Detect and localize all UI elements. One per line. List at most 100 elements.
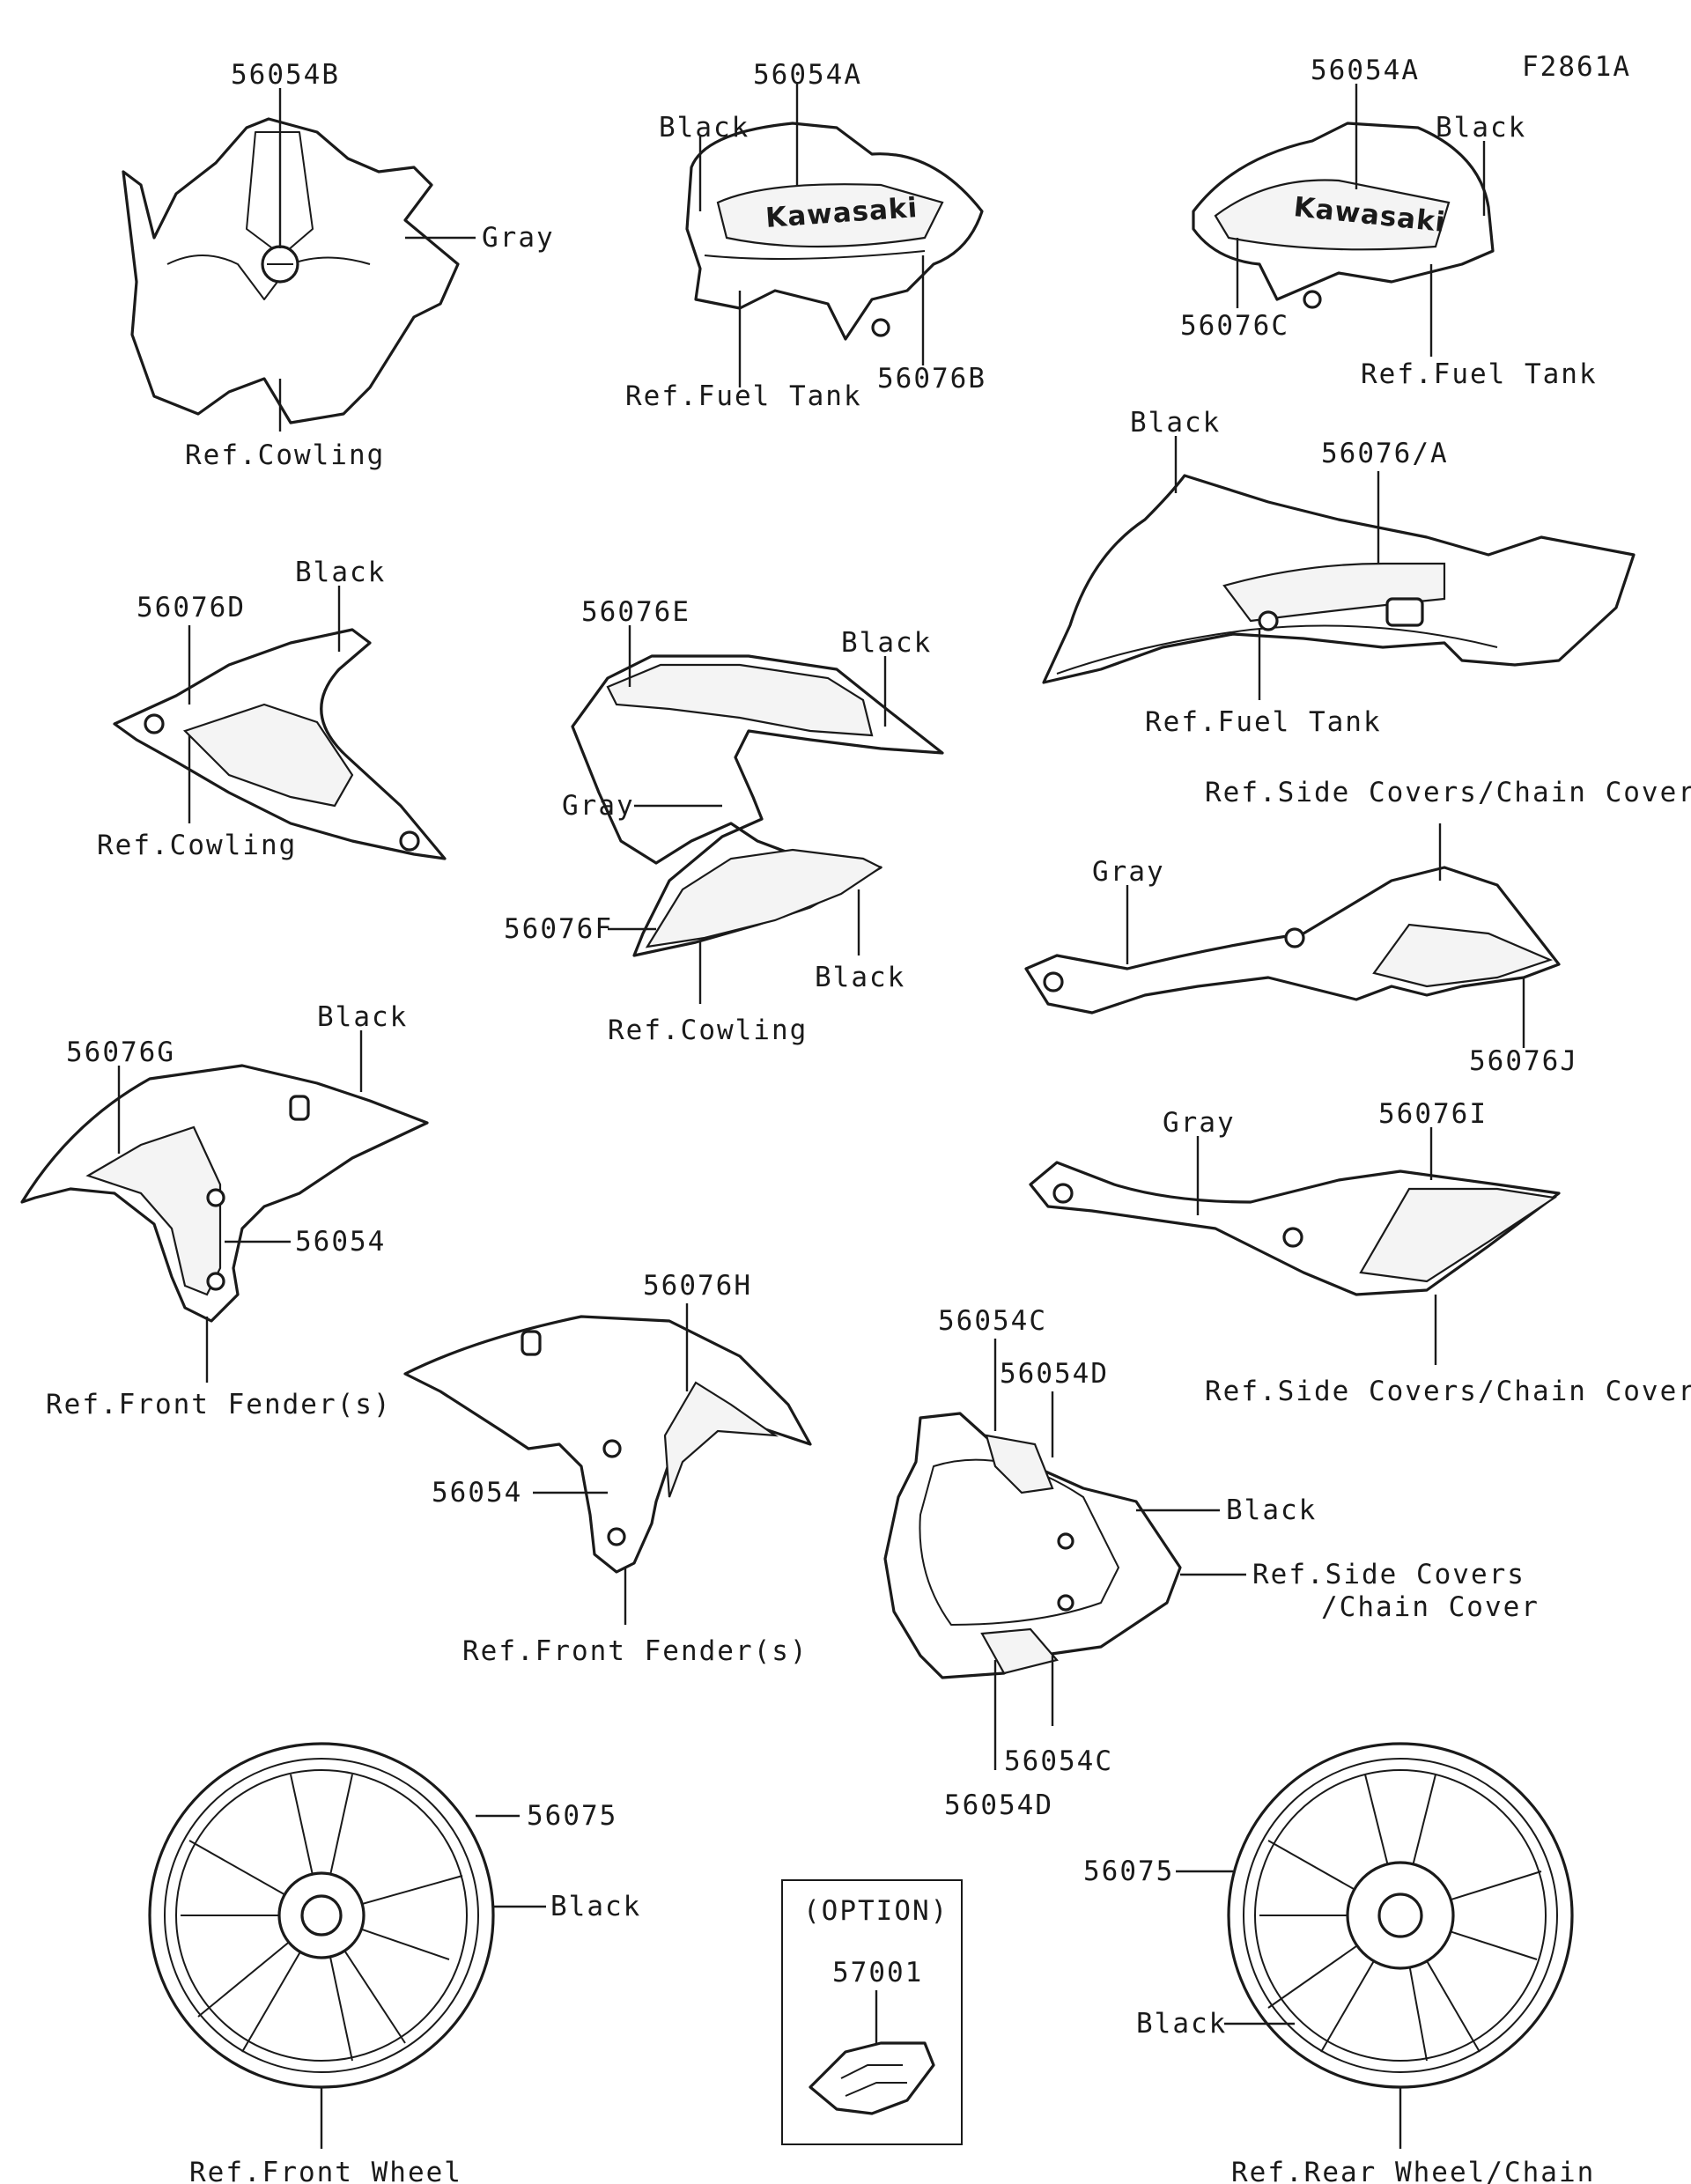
ref-label-sidecover-upper: Ref.Side Covers/Chain Cover xyxy=(1205,777,1691,808)
part-number-56075-rear: 56075 xyxy=(1083,1856,1174,1887)
part-number-56076H: 56076H xyxy=(643,1270,752,1302)
tail-group: 56054C 56054D Black Ref.Side Covers /Cha… xyxy=(883,1305,1540,1821)
shroud-right-group: 56076E Black Gray 56076F Black Ref.Cowli… xyxy=(504,596,944,1046)
color-label-gray: Gray xyxy=(482,222,555,254)
ref-label-fuel-tank-right: Ref.Fuel Tank xyxy=(1361,358,1598,390)
part-number-56076C: 56076C xyxy=(1180,310,1289,342)
tank-side-bolt xyxy=(1258,610,1279,631)
wheel-rear-rim-inner xyxy=(1243,1758,1558,2073)
part-number-56054-left: 56054 xyxy=(295,1226,386,1258)
fender-right-graphic xyxy=(663,1381,779,1498)
ref-label-cowling: Ref.Cowling xyxy=(185,439,385,471)
part-number-56054A-right: 56054A xyxy=(1311,55,1420,86)
front-cowl-group: 56054B Gray Ref.Cowling xyxy=(122,59,555,471)
sidecover-lower-stripe xyxy=(1359,1187,1557,1283)
color-label-gray-sidecover-lower: Gray xyxy=(1163,1107,1236,1139)
wheel-rear-axle xyxy=(1377,1893,1423,1938)
part-number-56054A-left: 56054A xyxy=(753,59,862,91)
fender-right-bolt-1 xyxy=(602,1439,622,1458)
shroud-right-lower-graphic xyxy=(645,848,883,948)
fender-left-bolt-2 xyxy=(206,1272,225,1291)
ref-label-fuel-tank-side: Ref.Fuel Tank xyxy=(1145,706,1382,738)
tail-bolt-2 xyxy=(1057,1594,1074,1612)
wheel-front-rim-inner xyxy=(164,1758,479,2073)
part-number-56076I: 56076I xyxy=(1378,1098,1488,1130)
color-label-gray-shroud-right: Gray xyxy=(562,790,635,822)
front-cowl-inner-line xyxy=(166,255,371,300)
tank-side-group: Black 56076/A Ref.Fuel Tank xyxy=(1042,407,1636,738)
tail-bolt-1 xyxy=(1057,1532,1074,1550)
wheel-rear-rim-decal xyxy=(1254,1769,1547,2062)
shroud-right-upper-graphic xyxy=(606,663,874,737)
option-title: (OPTION) xyxy=(803,1895,949,1927)
ref-label-front-wheel: Ref.Front Wheel xyxy=(189,2157,462,2184)
tank-side-edge-line xyxy=(1056,624,1498,675)
option-bracket-detail xyxy=(840,2064,907,2097)
part-number-56054B: 56054B xyxy=(231,59,340,91)
part-number-56054D-top: 56054D xyxy=(1000,1358,1109,1390)
shroud-left-group: Black 56076D Ref.Cowling xyxy=(97,557,447,861)
option-bracket-shape xyxy=(809,2041,935,2115)
option-group: (OPTION) 57001 xyxy=(781,1879,963,2145)
part-number-56054C-bottom: 56054C xyxy=(1004,1745,1113,1777)
wheel-front-group: 56075 Black Ref.Front Wheel xyxy=(148,1742,641,2184)
part-number-56054C-top: 56054C xyxy=(938,1305,1047,1337)
fender-right-group: 56076H 56054 Ref.Front Fender(s) xyxy=(403,1270,812,1667)
sidecover-lower-bolt-2 xyxy=(1282,1227,1303,1248)
part-number-56076D: 56076D xyxy=(137,592,246,623)
fender-left-bolt-1 xyxy=(206,1188,225,1207)
color-label-black-wheel-rear: Black xyxy=(1136,2008,1227,2040)
color-label-black-fender-left: Black xyxy=(317,1001,408,1033)
color-label-black-shroud-right-bottom: Black xyxy=(815,962,905,993)
tank-left-stripe xyxy=(704,250,926,260)
sidecover-upper-bolt-2 xyxy=(1284,927,1305,948)
part-number-56076G: 56076G xyxy=(66,1037,175,1068)
ref-label-sidecover-lower: Ref.Side Covers/Chain Cover xyxy=(1205,1376,1691,1407)
color-label-black-tank-side: Black xyxy=(1130,407,1221,439)
tank-side-stripe xyxy=(1222,562,1446,623)
part-number-56076E: 56076E xyxy=(581,596,690,628)
color-label-black-shroud-right-top: Black xyxy=(841,627,932,659)
sidecover-upper-group: Ref.Side Covers/Chain Cover Gray 56076J xyxy=(1024,777,1691,1077)
ref-label-front-fender-left: Ref.Front Fender(s) xyxy=(46,1389,392,1420)
ref-label-fuel-tank-left: Ref.Fuel Tank xyxy=(625,380,862,412)
part-number-56076A: 56076/A xyxy=(1321,438,1449,469)
tail-upper-z-decal xyxy=(985,1434,1054,1494)
wheel-front-rim-decal xyxy=(175,1769,468,2062)
ref-label-tail-line2: /Chain Cover xyxy=(1321,1591,1540,1623)
tank-left-bolt xyxy=(871,318,890,337)
part-number-57001: 57001 xyxy=(832,1957,923,1988)
tank-side-cap xyxy=(1385,597,1424,627)
part-number-56076B: 56076B xyxy=(877,363,986,395)
shroud-left-graphic xyxy=(182,703,354,808)
fender-right-bolt-2 xyxy=(607,1527,626,1546)
shroud-left-bolt-2 xyxy=(399,830,420,852)
wheel-front-axle xyxy=(300,1894,343,1937)
front-cowl-center-vent xyxy=(246,131,314,256)
sidecover-lower-group: Gray 56076I Ref.Side Covers/Chain Cover xyxy=(1029,1098,1691,1407)
part-number-56076F: 56076F xyxy=(504,913,613,945)
tank-left-logo-panel xyxy=(716,183,944,248)
fender-left-shape xyxy=(20,1064,429,1323)
tank-right-logo-panel xyxy=(1214,179,1451,251)
color-label-black-shroud-left: Black xyxy=(295,557,386,588)
ref-label-cowling-right: Ref.Cowling xyxy=(608,1015,808,1046)
color-label-black-wheel-front: Black xyxy=(550,1891,641,1922)
tail-lower-z-decal xyxy=(980,1627,1059,1675)
tank-left-group: Kawasaki 56054A Black Ref.Fuel Tank 5607… xyxy=(625,59,986,412)
color-label-black-tank-left: Black xyxy=(659,112,750,144)
option-frame xyxy=(781,1879,963,2145)
tank-right-group: Kawasaki 56054A Black 56076C Ref.Fuel Ta… xyxy=(1180,55,1598,390)
fender-left-group: Black 56076G 56054 Ref.Front Fender(s) xyxy=(20,1001,429,1420)
sidecover-upper-stripe xyxy=(1372,923,1554,988)
sidecover-lower-bolt-1 xyxy=(1052,1183,1074,1204)
ref-label-tail-line1: Ref.Side Covers xyxy=(1252,1559,1525,1590)
color-label-black-tail: Black xyxy=(1226,1494,1317,1526)
part-number-56076J: 56076J xyxy=(1469,1045,1578,1077)
color-label-black-tank-right: Black xyxy=(1436,112,1526,144)
part-number-56075-front: 56075 xyxy=(527,1800,617,1832)
wheel-rear-group: 56075 Black Ref.Rear Wheel/Chain xyxy=(1083,1742,1593,2184)
part-number-56054D-bottom: 56054D xyxy=(944,1789,1053,1821)
